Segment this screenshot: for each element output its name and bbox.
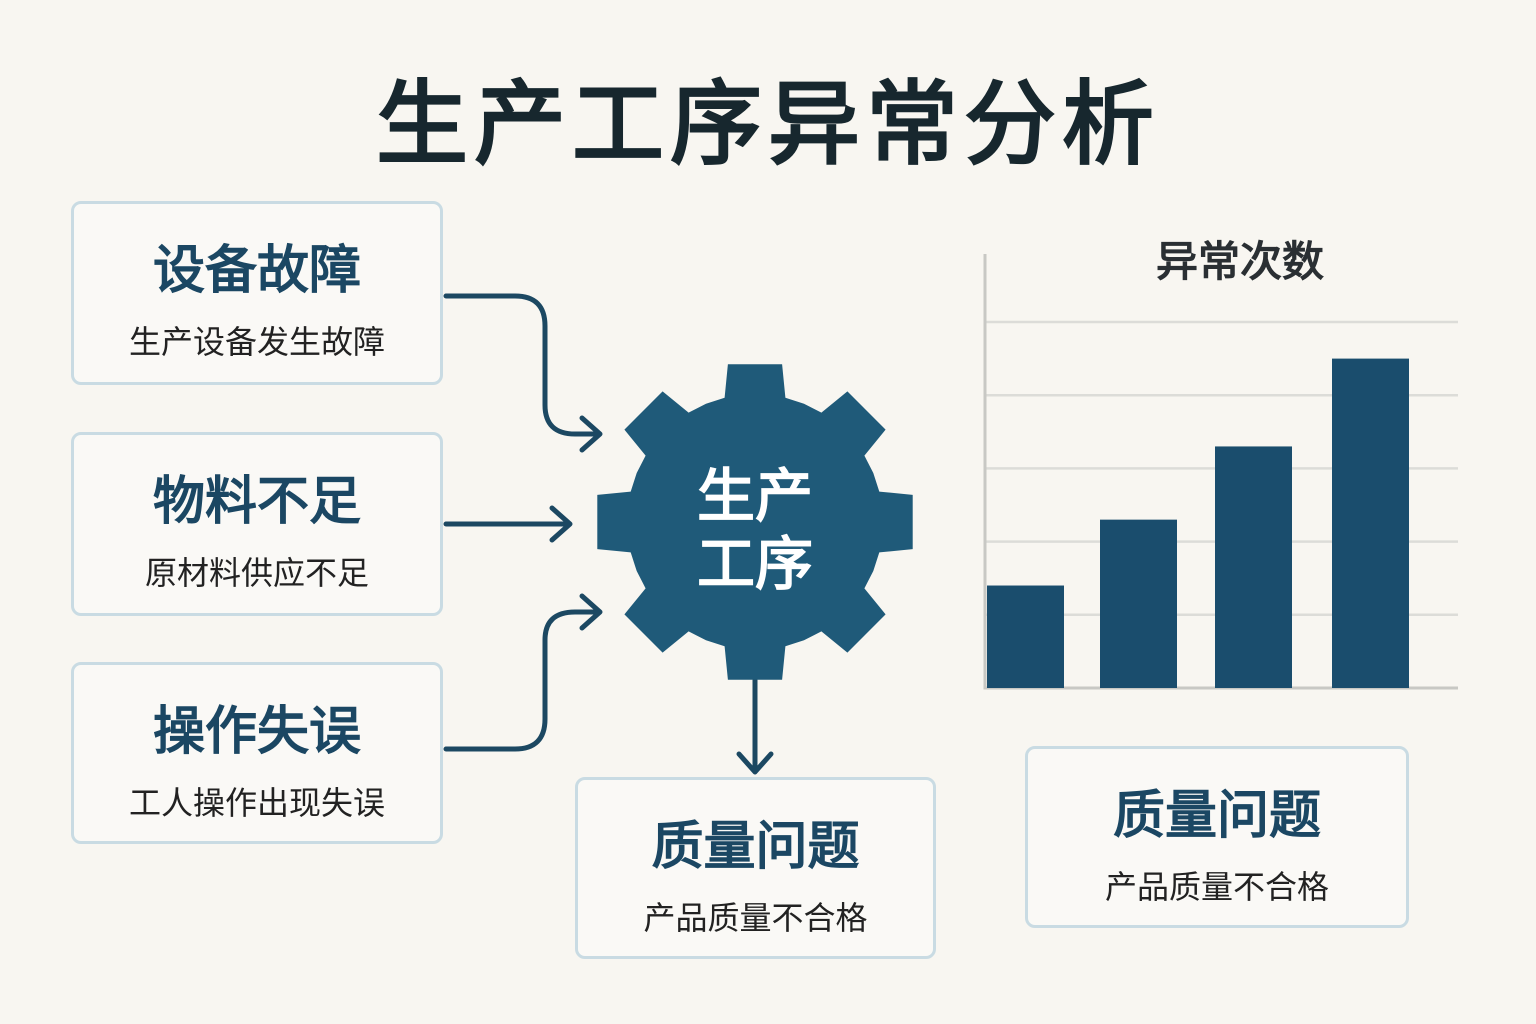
arrow-equipment <box>443 293 601 437</box>
result-desc: 产品质量不合格 <box>643 899 868 937</box>
arrow-head <box>736 751 774 775</box>
result-box: 质量问题 产品质量不合格 <box>575 777 936 959</box>
cause-box-equipment: 设备故障 生产设备发生故障 <box>71 201 443 385</box>
result-heading: 质量问题 <box>651 817 860 877</box>
bar <box>1215 446 1292 688</box>
bar-chart <box>983 254 1458 690</box>
cause-box-material: 物料不足 原材料供应不足 <box>71 432 443 616</box>
chart-summary-box: 质量问题 产品质量不合格 <box>1025 746 1409 928</box>
bar <box>1100 519 1177 688</box>
arrow-operation <box>443 609 601 752</box>
gear-icon <box>597 364 913 680</box>
process-line-2: 工序 <box>696 530 813 598</box>
arrow-head <box>579 415 603 453</box>
process-label: 生产 工序 <box>690 462 820 598</box>
arrow-head <box>579 593 603 631</box>
bar <box>1332 358 1409 688</box>
arrow-head <box>549 505 573 543</box>
cause-box-operation: 操作失误 工人操作出现失误 <box>71 662 443 844</box>
summary-heading: 质量问题 <box>1112 786 1321 846</box>
chart-axis <box>983 254 1458 690</box>
cause-desc: 生产设备发生故障 <box>128 323 385 361</box>
cause-desc: 原材料供应不足 <box>144 554 369 592</box>
chart-title: 异常次数 <box>1155 237 1324 286</box>
page-title: 生产工序异常分析 <box>375 71 1160 178</box>
cause-heading: 操作失误 <box>152 702 361 762</box>
bar <box>987 585 1064 688</box>
cause-heading: 设备故障 <box>152 241 361 301</box>
cause-heading: 物料不足 <box>152 472 361 532</box>
summary-desc: 产品质量不合格 <box>1104 868 1329 906</box>
process-line-1: 生产 <box>696 462 813 530</box>
cause-desc: 工人操作出现失误 <box>128 784 385 822</box>
